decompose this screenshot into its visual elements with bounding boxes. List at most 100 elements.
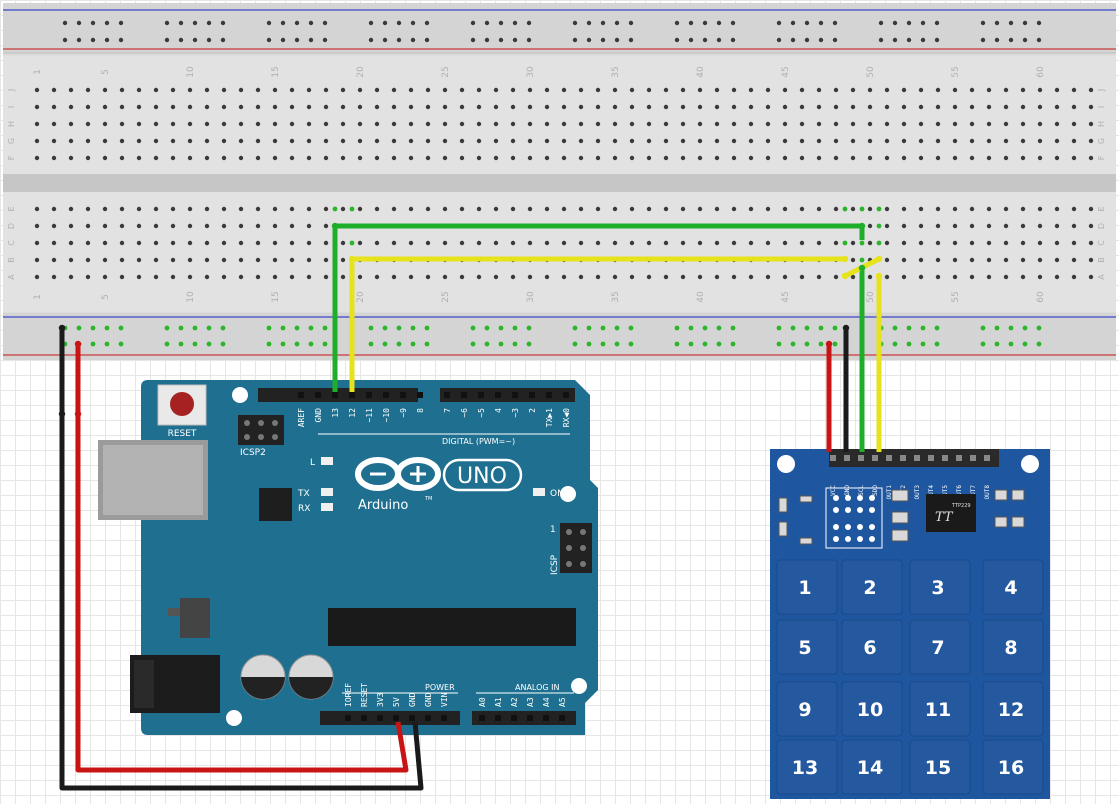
breadboard-hole[interactable] [578, 155, 584, 161]
breadboard-hole[interactable] [51, 240, 57, 246]
rail-hole[interactable] [980, 20, 986, 26]
breadboard-hole[interactable] [357, 104, 363, 110]
breadboard-hole[interactable] [323, 138, 329, 144]
breadboard-hole[interactable] [765, 121, 771, 127]
breadboard-hole[interactable] [714, 240, 720, 246]
rail-hole[interactable] [572, 37, 578, 43]
breadboard-hole[interactable] [612, 240, 618, 246]
rail-hole-connected[interactable] [730, 325, 736, 331]
breadboard-hole[interactable] [595, 138, 601, 144]
breadboard-hole[interactable] [969, 87, 975, 93]
breadboard-hole[interactable] [289, 138, 295, 144]
breadboard-hole[interactable] [595, 240, 601, 246]
breadboard-hole[interactable] [425, 104, 431, 110]
breadboard-hole[interactable] [374, 87, 380, 93]
breadboard-hole[interactable] [34, 240, 40, 246]
breadboard-hole[interactable] [765, 104, 771, 110]
breadboard-hole[interactable] [459, 87, 465, 93]
breadboard-hole[interactable] [51, 257, 57, 263]
header-pin[interactable] [393, 715, 399, 721]
breadboard-hole[interactable] [374, 104, 380, 110]
breadboard-hole[interactable] [34, 257, 40, 263]
breadboard-hole[interactable] [799, 206, 805, 212]
rail-hole-connected[interactable] [498, 325, 504, 331]
breadboard-hole[interactable] [612, 121, 618, 127]
breadboard-hole[interactable] [289, 257, 295, 263]
breadboard-hole[interactable] [1020, 257, 1026, 263]
breadboard-hole[interactable] [595, 155, 601, 161]
rail-hole[interactable] [424, 37, 430, 43]
breadboard-hole[interactable] [833, 121, 839, 127]
rail-hole[interactable] [702, 20, 708, 26]
breadboard-hole[interactable] [986, 138, 992, 144]
breadboard-hole[interactable] [510, 274, 516, 280]
breadboard-hole[interactable] [85, 274, 91, 280]
breadboard-hole[interactable] [102, 274, 108, 280]
breadboard-hole[interactable] [1088, 223, 1094, 229]
breadboard-hole[interactable] [153, 87, 159, 93]
breadboard-hole[interactable] [153, 138, 159, 144]
breadboard-hole[interactable] [391, 138, 397, 144]
breadboard-hole[interactable] [136, 104, 142, 110]
breadboard-hole[interactable] [170, 274, 176, 280]
breadboard-hole[interactable] [680, 240, 686, 246]
breadboard-hole[interactable] [884, 257, 890, 263]
rail-hole-connected[interactable] [892, 341, 898, 347]
rail-hole-connected[interactable] [920, 341, 926, 347]
breadboard-hole[interactable] [646, 121, 652, 127]
breadboard-hole[interactable] [952, 87, 958, 93]
breadboard-hole[interactable] [935, 206, 941, 212]
breadboard-hole[interactable] [459, 121, 465, 127]
breadboard-hole[interactable] [799, 155, 805, 161]
breadboard-hole[interactable] [986, 87, 992, 93]
rail-hole-connected[interactable] [192, 325, 198, 331]
breadboard-hole[interactable] [459, 104, 465, 110]
breadboard-hole[interactable] [187, 223, 193, 229]
breadboard-hole[interactable] [816, 138, 822, 144]
terminal-hole-connected[interactable] [876, 223, 882, 229]
rail-hole-connected[interactable] [164, 325, 170, 331]
breadboard-hole[interactable] [493, 206, 499, 212]
breadboard-hole[interactable] [612, 155, 618, 161]
breadboard-hole[interactable] [935, 240, 941, 246]
breadboard-hole[interactable] [170, 121, 176, 127]
rail-hole[interactable] [688, 20, 694, 26]
breadboard-hole[interactable] [578, 104, 584, 110]
rail-hole[interactable] [730, 37, 736, 43]
breadboard-hole[interactable] [340, 121, 346, 127]
breadboard-hole[interactable] [850, 121, 856, 127]
breadboard-hole[interactable] [51, 155, 57, 161]
breadboard-hole[interactable] [748, 240, 754, 246]
breadboard-hole[interactable] [1003, 240, 1009, 246]
breadboard-hole[interactable] [1088, 104, 1094, 110]
breadboard-hole[interactable] [255, 274, 261, 280]
breadboard-hole[interactable] [1037, 240, 1043, 246]
breadboard-hole[interactable] [867, 240, 873, 246]
rail-hole[interactable] [1008, 20, 1014, 26]
rail-hole[interactable] [730, 20, 736, 26]
breadboard-hole[interactable] [85, 240, 91, 246]
breadboard-hole[interactable] [884, 121, 890, 127]
breadboard-hole[interactable] [629, 240, 635, 246]
breadboard-hole[interactable] [391, 155, 397, 161]
breadboard-hole[interactable] [136, 155, 142, 161]
breadboard-hole[interactable] [748, 87, 754, 93]
breadboard-hole[interactable] [918, 206, 924, 212]
breadboard-hole[interactable] [680, 104, 686, 110]
rail-hole[interactable] [62, 37, 68, 43]
breadboard-hole[interactable] [1071, 87, 1077, 93]
breadboard-hole[interactable] [901, 206, 907, 212]
rail-hole[interactable] [90, 20, 96, 26]
rail-hole[interactable] [674, 37, 680, 43]
touch-key-3[interactable]: 3 [909, 559, 971, 615]
breadboard-hole[interactable] [697, 240, 703, 246]
breadboard-hole[interactable] [119, 257, 125, 263]
breadboard-hole[interactable] [816, 104, 822, 110]
rail-hole[interactable] [920, 37, 926, 43]
breadboard-hole[interactable] [714, 155, 720, 161]
breadboard-hole[interactable] [884, 138, 890, 144]
touch-key-14[interactable]: 14 [841, 739, 903, 795]
header-pin[interactable] [511, 715, 517, 721]
breadboard-hole[interactable] [918, 274, 924, 280]
breadboard-hole[interactable] [612, 87, 618, 93]
